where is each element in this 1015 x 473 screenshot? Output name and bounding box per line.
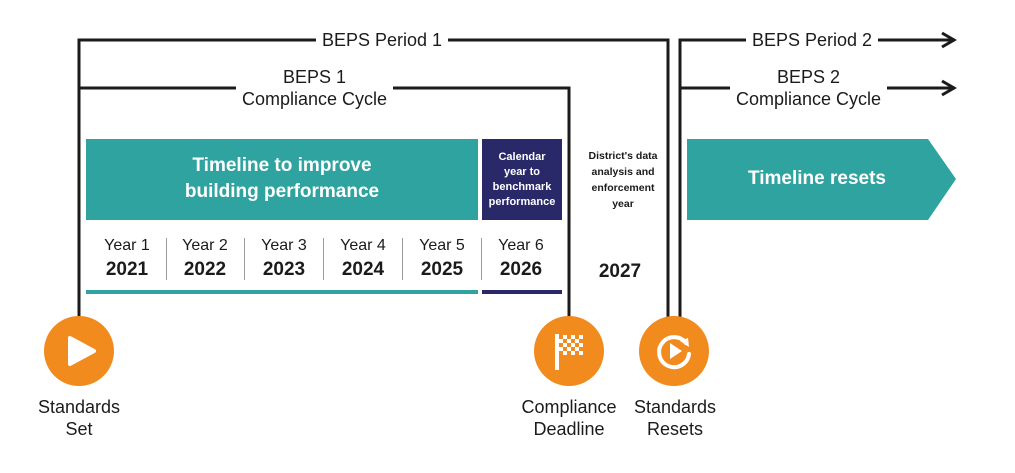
standards-resets-label: Standards Resets: [625, 396, 725, 440]
year-column: Year 4 2024: [324, 236, 402, 282]
cycle2-subtitle: Compliance Cycle: [736, 89, 882, 109]
year-label: Year 1: [104, 237, 150, 254]
year-label: Year 3: [261, 237, 307, 254]
district-analysis-text: District's data analysis and enforcement…: [573, 148, 673, 212]
cycle2-title: BEPS 2: [777, 67, 841, 87]
year-separator: [166, 238, 167, 280]
reset-icon-glyph: [657, 335, 691, 370]
year-value: 2022: [183, 259, 227, 280]
year-label: Year 2: [182, 237, 228, 254]
improve-box-line1: Timeline to improve: [192, 155, 372, 176]
year-value: 2026: [499, 259, 543, 280]
play-icon: [44, 316, 114, 386]
district-line4: year: [612, 198, 634, 210]
cycle1-title: BEPS 1: [283, 67, 347, 87]
cycle1-label: BEPS 1 Compliance Cycle: [236, 66, 394, 110]
standards-set-label: Standards Set: [29, 396, 129, 440]
benchmark-line2: year to: [503, 165, 541, 178]
year-separator: [244, 238, 245, 280]
district-line1: District's data: [588, 150, 658, 162]
checkered-flag-glyph: [555, 334, 583, 370]
milestone-line2: Resets: [646, 419, 704, 439]
milestone-line1: Standards: [37, 397, 121, 417]
cycle1-subtitle: Compliance Cycle: [242, 89, 388, 109]
improve-underline: [86, 290, 478, 294]
cycle2-arrowhead: [941, 79, 957, 97]
benchmark-line4: performance: [488, 195, 556, 208]
milestone-line1: Compliance: [521, 397, 617, 417]
period2-arrowhead: [941, 31, 957, 49]
period2-label: BEPS Period 2: [746, 29, 879, 51]
year-column-2027: 2027: [581, 258, 659, 284]
benchmark-underline: [482, 290, 562, 294]
year-column: Year 6 2026: [482, 236, 560, 282]
checkered-flag-icon: [534, 316, 604, 386]
year-separator: [402, 238, 403, 280]
year-column: Year 3 2023: [245, 236, 323, 282]
timeline-resets-label: Timeline resets: [747, 168, 886, 189]
improve-box-line2: building performance: [184, 181, 380, 202]
cycle2-label: BEPS 2 Compliance Cycle: [730, 66, 888, 110]
compliance-deadline-label: Compliance Deadline: [510, 396, 628, 440]
reset-icon: [639, 316, 709, 386]
year-label: Year 5: [419, 237, 465, 254]
milestone-line2: Set: [65, 419, 93, 439]
year-label: Year 6: [498, 237, 544, 254]
period1-label: BEPS Period 1: [316, 29, 449, 51]
district-line3: enforcement: [591, 182, 655, 194]
year-label: Year 4: [340, 237, 386, 254]
year-column: Year 2 2022: [166, 236, 244, 282]
benchmark-year-box: Calendar year to benchmark performance: [482, 139, 562, 220]
year-column: Year 5 2025: [403, 236, 481, 282]
year-value: 2025: [420, 259, 464, 280]
benchmark-line1: Calendar: [498, 150, 546, 163]
year-value: 2021: [105, 259, 149, 280]
district-line2: analysis and: [591, 166, 655, 178]
year-separator: [323, 238, 324, 280]
timeline-resets-arrow: [687, 139, 956, 220]
play-icon-glyph: [68, 336, 96, 366]
improve-performance-box: Timeline to improve building performance: [86, 139, 478, 220]
year-value: 2027: [598, 261, 642, 282]
year-separator: [481, 238, 482, 280]
milestone-line2: Deadline: [533, 419, 605, 439]
year-column: Year 1 2021: [88, 236, 166, 282]
year-value: 2024: [341, 259, 385, 280]
year-value: 2023: [262, 259, 306, 280]
benchmark-line3: benchmark: [492, 180, 552, 193]
milestone-line1: Standards: [633, 397, 717, 417]
